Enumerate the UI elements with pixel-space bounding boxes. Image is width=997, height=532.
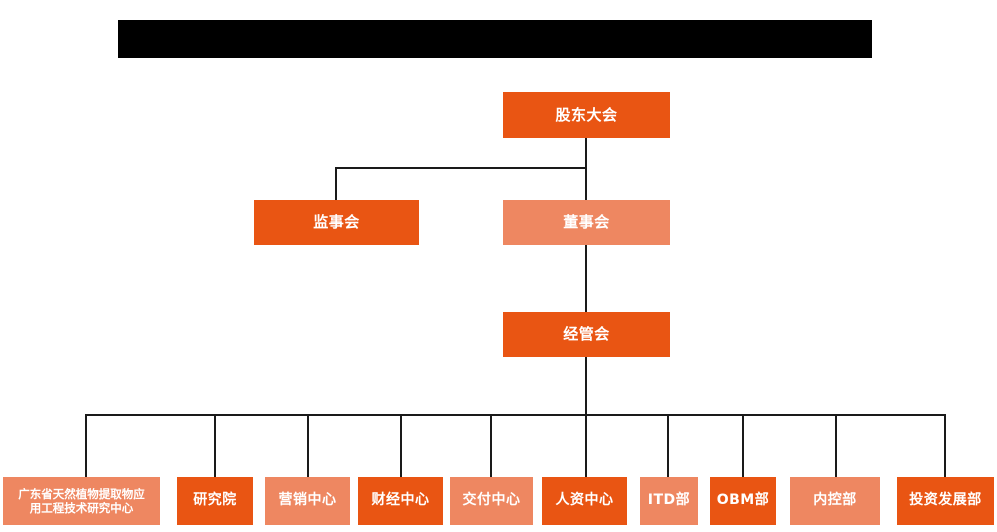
- connector-to-hr-center: [585, 414, 587, 477]
- connector-departments-bus: [85, 414, 946, 416]
- node-itd-department[interactable]: ITD部: [640, 477, 698, 525]
- node-guangdong-research-center[interactable]: 广东省天然植物提取物应 用工程技术研究中心: [3, 477, 160, 525]
- node-management-committee[interactable]: 经管会: [503, 312, 670, 357]
- connector-to-obm-department: [742, 414, 744, 477]
- connector-to-marketing-center: [307, 414, 309, 477]
- node-investment-development-department[interactable]: 投资发展部: [897, 477, 994, 525]
- redacted-title-banner: [118, 20, 872, 58]
- connector-to-investment-development-department: [944, 414, 946, 477]
- node-hr-center[interactable]: 人资中心: [542, 477, 627, 525]
- connector-to-guangdong-research-center: [85, 414, 87, 477]
- connector-to-internal-control-department: [835, 414, 837, 477]
- connector-management-to-bus: [585, 357, 587, 416]
- node-internal-control-department[interactable]: 内控部: [790, 477, 880, 525]
- node-board-of-directors[interactable]: 董事会: [503, 200, 670, 245]
- node-board-of-supervisors[interactable]: 监事会: [254, 200, 419, 245]
- node-finance-center[interactable]: 财经中心: [358, 477, 443, 525]
- connector-directors-to-management: [585, 245, 587, 312]
- connector-to-board-of-directors: [585, 167, 587, 200]
- connector-to-delivery-center: [490, 414, 492, 477]
- node-marketing-center[interactable]: 营销中心: [265, 477, 350, 525]
- node-shareholders-meeting[interactable]: 股东大会: [503, 92, 670, 138]
- connector-to-board-of-supervisors: [335, 167, 337, 200]
- connector-l1-down: [585, 138, 587, 168]
- node-delivery-center[interactable]: 交付中心: [450, 477, 533, 525]
- connector-l2-bus: [335, 167, 587, 169]
- node-research-institute[interactable]: 研究院: [177, 477, 253, 525]
- connector-to-research-institute: [214, 414, 216, 477]
- node-obm-department[interactable]: OBM部: [710, 477, 776, 525]
- connector-to-finance-center: [400, 414, 402, 477]
- connector-to-itd-department: [667, 414, 669, 477]
